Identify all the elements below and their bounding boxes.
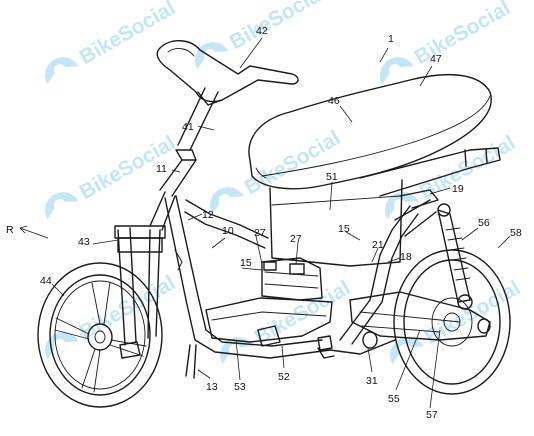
watermark-text: BikeSocial <box>226 0 330 54</box>
leader-lines <box>51 37 511 409</box>
handlebar <box>156 40 299 106</box>
watermark-logo-icon <box>195 42 229 70</box>
direction-indicator: R <box>6 224 49 239</box>
body-frame <box>269 147 501 267</box>
rear-shock <box>437 203 473 310</box>
label-56: 56 <box>478 217 490 229</box>
label-15-right: 15 <box>338 223 350 235</box>
watermark-4: BikeSocial <box>45 131 179 220</box>
label-43: 43 <box>78 236 90 248</box>
label-57: 57 <box>426 409 438 421</box>
watermark-5: BikeSocial <box>210 126 344 215</box>
watermark-text: BikeSocial <box>76 0 180 69</box>
watermark-text: BikeSocial <box>411 0 515 69</box>
label-31: 31 <box>366 375 378 387</box>
main-frame <box>164 195 419 359</box>
watermark-logo-icon <box>45 332 79 360</box>
label-52: 52 <box>278 371 290 383</box>
watermark-logo-icon <box>210 187 244 215</box>
watermark-6: BikeSocial <box>385 131 519 220</box>
direction-label: R <box>6 224 14 236</box>
label-44: 44 <box>40 275 52 287</box>
watermark-logo-icon <box>45 192 79 220</box>
label-21: 21 <box>372 239 384 251</box>
watermark-logo-icon <box>45 57 79 85</box>
label-42: 42 <box>256 25 268 37</box>
label-1: 1 <box>388 33 394 45</box>
watermark-logo-icon <box>390 337 424 365</box>
label-15-left: 15 <box>240 257 252 269</box>
label-19: 19 <box>452 183 464 195</box>
watermark-1: BikeSocial <box>45 0 180 85</box>
front-wheel <box>37 262 163 408</box>
floor-battery <box>205 257 333 351</box>
direction-arrow-icon <box>19 227 49 239</box>
kickstand <box>185 344 335 379</box>
label-27-left: 27 <box>254 227 266 239</box>
label-13: 13 <box>206 381 218 393</box>
label-27-right: 27 <box>290 233 302 245</box>
label-51: 51 <box>326 171 338 183</box>
seat <box>248 74 492 190</box>
label-55: 55 <box>388 393 400 405</box>
label-18: 18 <box>400 251 412 263</box>
front-fork <box>114 225 166 359</box>
label-58: 58 <box>510 227 522 239</box>
reference-numerals: 1 42 47 46 41 11 51 19 12 10 43 27 27 15… <box>40 25 522 421</box>
label-11: 11 <box>156 163 167 175</box>
swing-arm <box>349 291 491 349</box>
watermark-logo-icon <box>380 57 414 85</box>
label-41: 41 <box>182 121 194 133</box>
label-47: 47 <box>430 53 442 65</box>
label-53: 53 <box>234 381 246 393</box>
watermark-logo-icon <box>385 192 419 220</box>
label-10: 10 <box>222 225 234 237</box>
label-12: 12 <box>202 209 214 221</box>
watermark-logo-icon <box>220 337 254 365</box>
label-46: 46 <box>328 95 340 107</box>
watermark-2: BikeSocial <box>195 0 330 70</box>
watermark-3: BikeSocial <box>380 0 515 85</box>
